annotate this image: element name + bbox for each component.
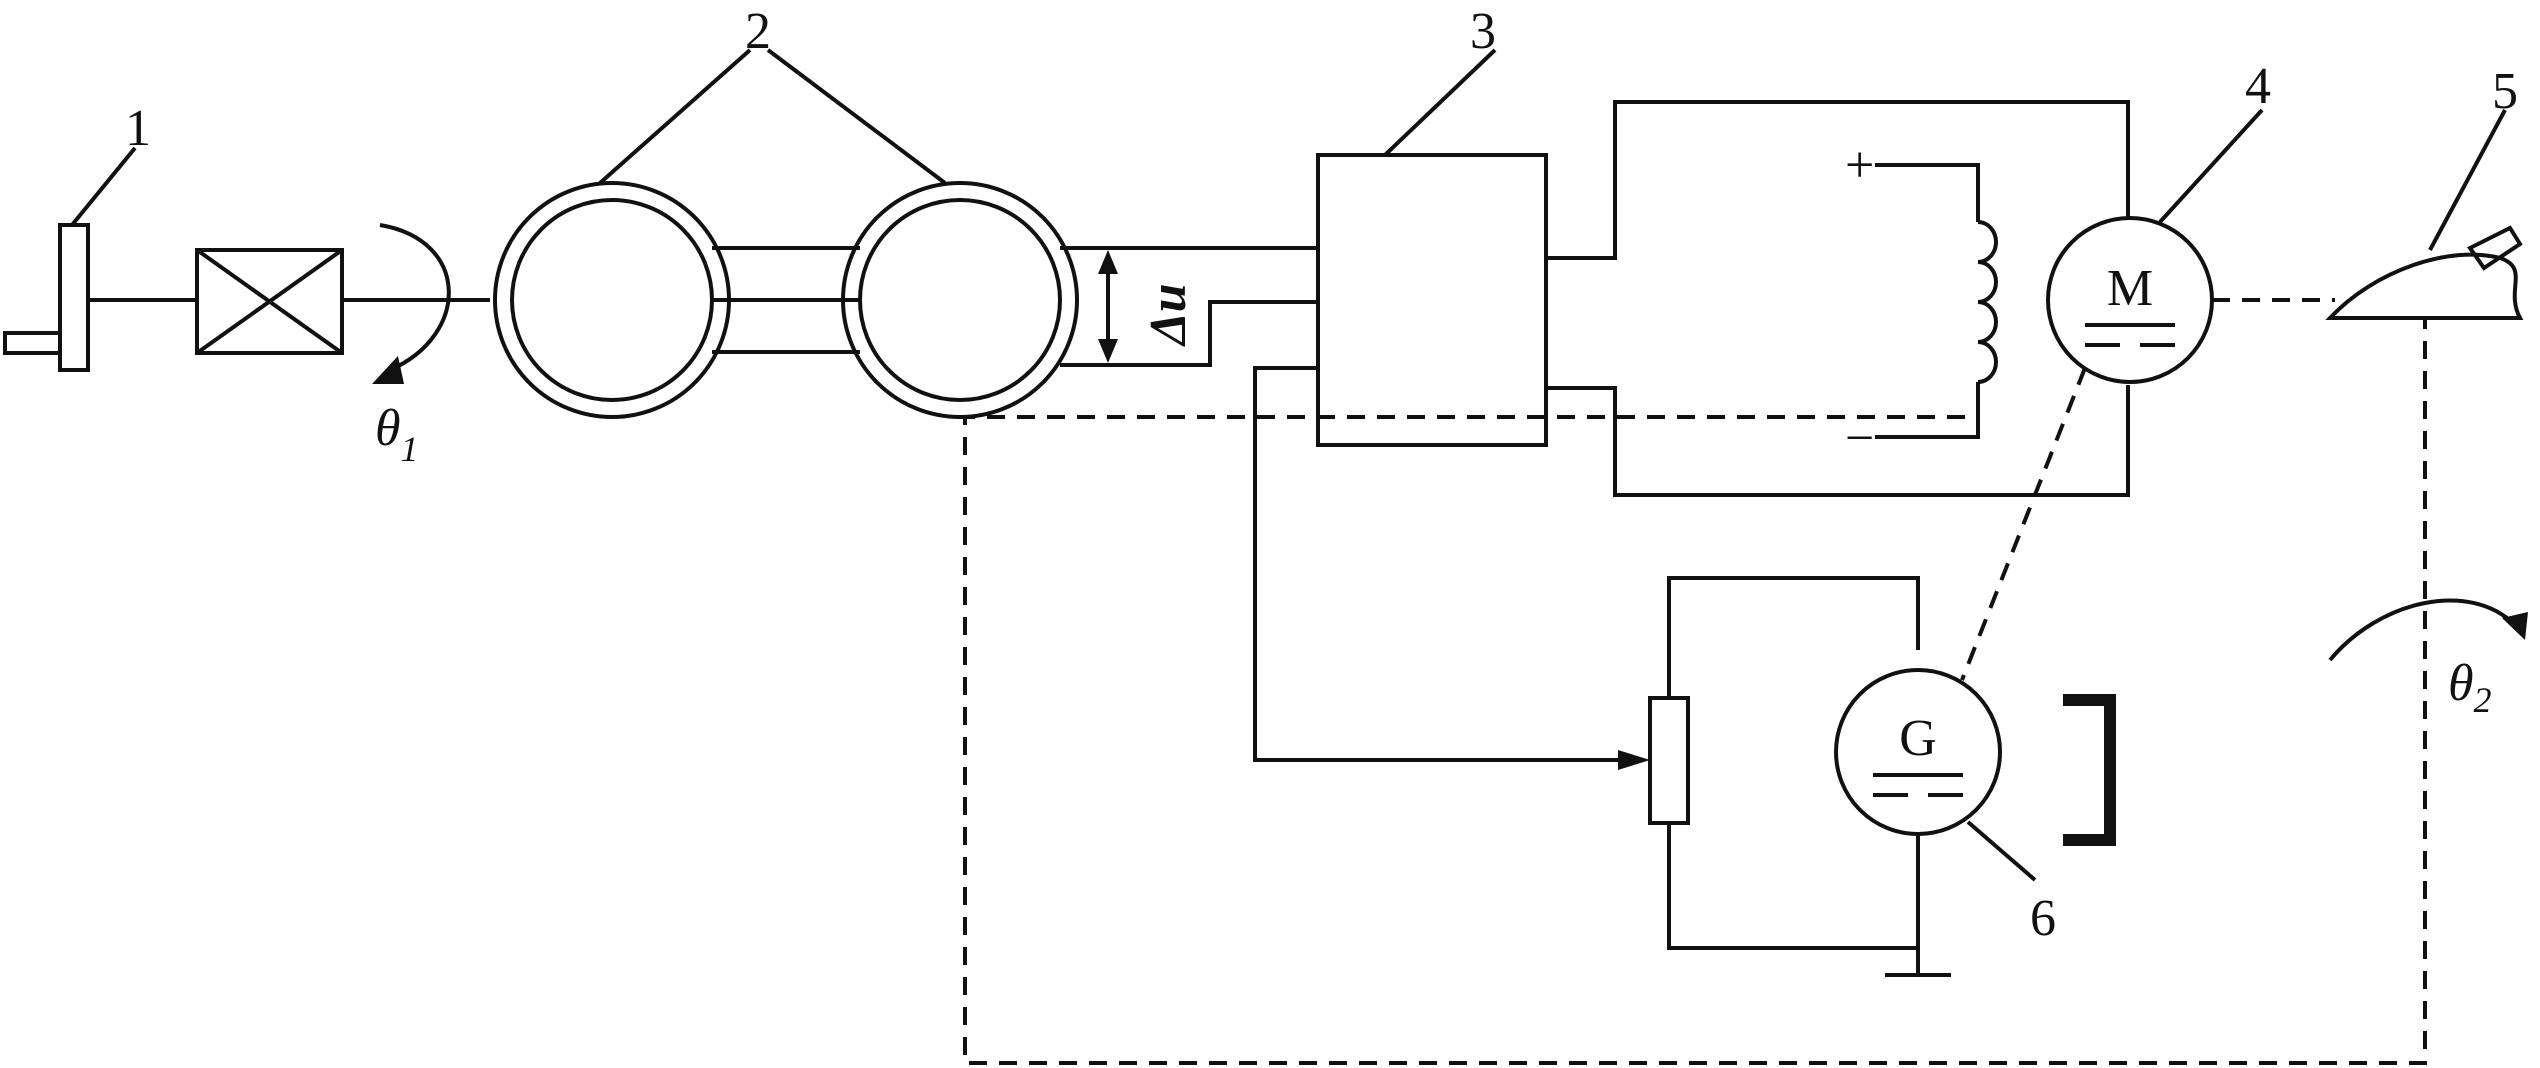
generator-label: 6 <box>2030 890 2056 947</box>
load-callout-line <box>2428 109 2507 251</box>
handwheel-knob <box>3 331 62 355</box>
motor: M <box>2046 216 2214 384</box>
gearbox <box>195 248 490 355</box>
handwheel-plate <box>58 223 90 372</box>
motor-label: 4 <box>2245 58 2271 115</box>
motor-armature-wire-top <box>1546 100 2130 260</box>
bracket <box>2063 694 2116 846</box>
theta1-label: θ1 <box>375 400 419 469</box>
potentiometer <box>1648 696 1690 825</box>
load-label: 5 <box>2492 63 2518 120</box>
load-synchro-feedback <box>963 318 2427 1065</box>
generator: G <box>1834 668 2002 836</box>
handwheel <box>3 223 197 372</box>
handwheel-label: 1 <box>125 100 151 157</box>
minus-label: − <box>1845 410 1874 467</box>
motor-armature-wire-bottom <box>1546 385 2130 497</box>
synchro-transmitter <box>493 181 731 419</box>
motor-symbol: M <box>2107 260 2153 317</box>
synchro-receiver <box>841 181 1079 419</box>
inductor-coil <box>1977 220 1998 384</box>
error-wire-bottom <box>1060 300 1318 367</box>
generator-callout-line <box>1966 820 2037 882</box>
field-winding <box>1875 163 1998 439</box>
synchro-callout-line-1 <box>598 48 752 185</box>
delta-u-arrow <box>1098 250 1118 363</box>
load <box>2325 225 2524 320</box>
theta2-rotation-arrow <box>2328 598 2528 662</box>
synchro-callout-line-2 <box>766 48 947 185</box>
pot-wire-top <box>1667 576 1920 698</box>
delta-u-label: Δu <box>1140 283 1197 347</box>
motor-generator-coupling <box>1960 367 2087 681</box>
tacho-feedback-wire <box>1253 366 1628 762</box>
plus-label: + <box>1845 137 1874 194</box>
amplifier-label: 3 <box>1470 3 1496 60</box>
amplifier-callout-line <box>1383 48 1497 157</box>
theta1-rotation-arrow <box>372 223 451 384</box>
motor-callout-line <box>2158 108 2264 224</box>
handwheel-callout-line <box>70 146 137 227</box>
amplifier-box <box>1316 153 1548 447</box>
wiper-arrow <box>1618 750 1650 770</box>
theta2-label: θ2 <box>2448 655 2492 720</box>
pot-wire-bottom <box>1667 823 1918 950</box>
generator-symbol: G <box>1899 710 1937 767</box>
synchros-label: 2 <box>745 3 771 60</box>
